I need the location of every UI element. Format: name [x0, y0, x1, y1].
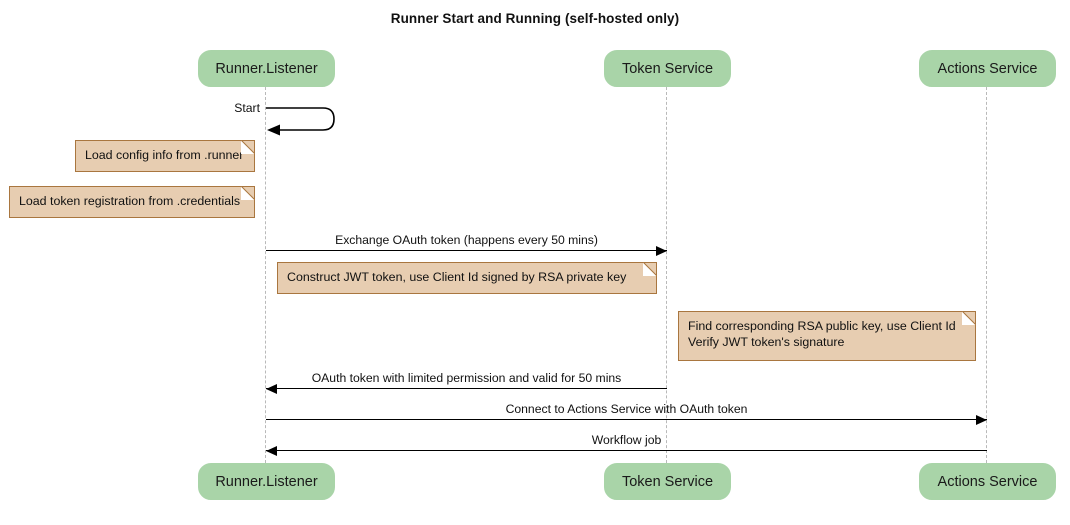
- note-text: Construct JWT token, use Client Id signe…: [287, 270, 627, 284]
- note-text: Find corresponding RSA public key, use C…: [688, 319, 956, 349]
- participant-top-token-service[interactable]: Token Service: [604, 50, 731, 87]
- note-verify-jwt: Find corresponding RSA public key, use C…: [678, 311, 976, 361]
- participant-bottom-runner-listener[interactable]: Runner.Listener: [198, 463, 335, 500]
- note-text: Load config info from .runner: [85, 148, 244, 162]
- note-fold-corner-icon: [962, 311, 976, 325]
- self-message-loop: [266, 105, 348, 141]
- participant-label: Runner.Listener: [215, 61, 318, 77]
- note-fold-corner-icon: [643, 262, 657, 276]
- lifeline-runner-listener: [265, 87, 267, 463]
- arrowhead-right: [976, 414, 987, 425]
- lifeline-token-service: [666, 87, 668, 463]
- participant-top-actions-service[interactable]: Actions Service: [919, 50, 1056, 87]
- message-label: Workflow job: [591, 433, 662, 447]
- message-line: [266, 419, 987, 420]
- participant-label: Runner.Listener: [215, 474, 318, 490]
- message-line: [266, 450, 987, 451]
- note-fold-corner-icon: [241, 140, 255, 154]
- message-label: Connect to Actions Service with OAuth to…: [505, 402, 748, 416]
- note-construct-jwt: Construct JWT token, use Client Id signe…: [277, 262, 657, 294]
- participant-bottom-actions-service[interactable]: Actions Service: [919, 463, 1056, 500]
- participant-label: Actions Service: [937, 61, 1038, 77]
- arrowhead-right: [656, 245, 667, 256]
- message-label: Exchange OAuth token (happens every 50 m…: [335, 233, 598, 247]
- participant-top-runner-listener[interactable]: Runner.Listener: [198, 50, 335, 87]
- message-line: [266, 388, 667, 389]
- note-fold-corner-icon: [241, 186, 255, 200]
- message-label: OAuth token with limited permission and …: [311, 371, 622, 385]
- note-load-config: Load config info from .runner: [75, 140, 255, 172]
- note-load-token-registration: Load token registration from .credential…: [9, 186, 255, 218]
- page-title: Runner Start and Running (self-hosted on…: [390, 11, 680, 26]
- arrowhead-left: [266, 445, 277, 456]
- participant-label: Token Service: [621, 474, 714, 490]
- lifeline-actions-service: [986, 87, 988, 463]
- participant-label: Token Service: [621, 61, 714, 77]
- participant-bottom-token-service[interactable]: Token Service: [604, 463, 731, 500]
- message-line: [266, 250, 667, 251]
- note-text: Load token registration from .credential…: [19, 194, 241, 208]
- participant-label: Actions Service: [937, 474, 1038, 490]
- arrowhead-left: [266, 383, 277, 394]
- message-label: Start: [234, 101, 260, 115]
